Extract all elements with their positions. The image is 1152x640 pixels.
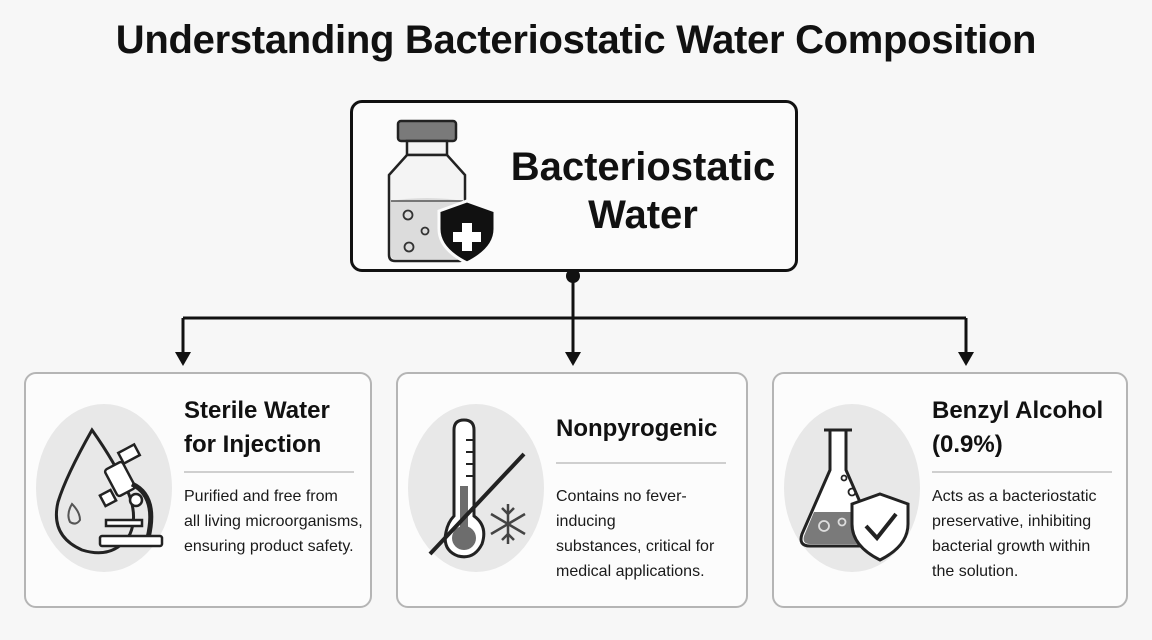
card-description: Purified and free from all living microo… bbox=[184, 484, 363, 559]
component-card-benzyl-alcohol: Benzyl Alcohol (0.9%) Acts as a bacterio… bbox=[772, 372, 1128, 608]
card-desc-line3: bacterial growth within bbox=[932, 538, 1091, 555]
thermometer-no-fever-icon bbox=[428, 418, 526, 559]
root-label: Bacteriostatic Water bbox=[503, 143, 783, 239]
flask-shield-check-icon bbox=[799, 428, 910, 562]
card-title: Sterile Water for Injection bbox=[184, 394, 330, 462]
card-desc-line4: the solution. bbox=[932, 563, 1019, 580]
card-desc-line3: medical applications. bbox=[556, 563, 705, 580]
root-label-line1: Bacteriostatic bbox=[510, 145, 776, 189]
root-label-line2: Water bbox=[588, 193, 698, 237]
component-card-sterile-water: Sterile Water for Injection Purified and… bbox=[24, 372, 372, 608]
card-desc-line1: Contains no fever-inducing bbox=[556, 488, 687, 530]
arrow-to-benzyl-alcohol bbox=[958, 352, 974, 366]
card-title-line1: Sterile Water bbox=[184, 397, 330, 424]
card-desc-line1: Acts as a bacteriostatic bbox=[932, 488, 1097, 505]
card-title-line2: (0.9%) bbox=[932, 431, 1003, 458]
card-description: Acts as a bacteriostatic preservative, i… bbox=[932, 484, 1097, 584]
card-title-line1: Benzyl Alcohol bbox=[932, 397, 1104, 424]
card-desc-line2: all living microorganisms, bbox=[184, 513, 363, 530]
icon-circle bbox=[36, 404, 172, 572]
card-desc-line3: ensuring product safety. bbox=[184, 538, 354, 555]
card-divider bbox=[184, 471, 354, 473]
card-desc-line2: substances, critical for bbox=[556, 538, 715, 555]
icon-circle bbox=[408, 404, 544, 572]
card-divider bbox=[932, 471, 1112, 473]
water-drop-microscope-icon bbox=[54, 427, 164, 555]
component-card-nonpyrogenic: Nonpyrogenic Contains no fever-inducing … bbox=[396, 372, 748, 608]
page-title: Understanding Bacteriostatic Water Compo… bbox=[115, 18, 1037, 62]
root-node-bacteriostatic-water: Bacteriostatic Water bbox=[350, 100, 798, 272]
card-desc-line2: preservative, inhibiting bbox=[932, 513, 1092, 530]
card-title: Nonpyrogenic bbox=[556, 412, 717, 446]
card-desc-line1: Purified and free from bbox=[184, 488, 338, 505]
card-divider bbox=[556, 462, 726, 464]
arrow-to-sterile-water bbox=[175, 352, 191, 366]
card-title-line1: Nonpyrogenic bbox=[556, 415, 718, 442]
card-title-line2: for Injection bbox=[184, 431, 322, 458]
vial-with-shield-icon bbox=[387, 119, 497, 265]
icon-circle bbox=[784, 404, 920, 572]
card-description: Contains no fever-inducing substances, c… bbox=[556, 484, 746, 584]
arrow-to-nonpyrogenic bbox=[565, 352, 581, 366]
card-title: Benzyl Alcohol (0.9%) bbox=[932, 394, 1103, 462]
